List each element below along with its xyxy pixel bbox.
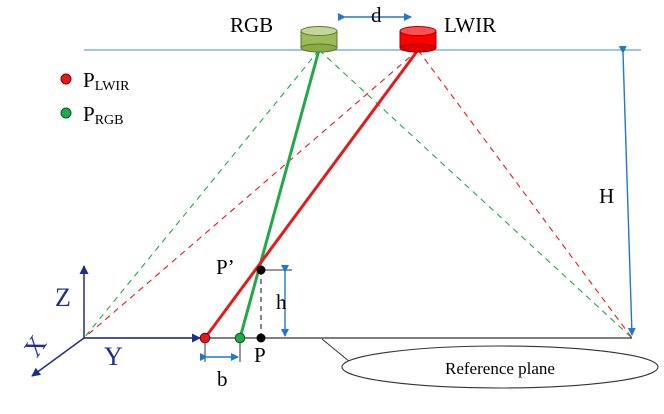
lwir-ray <box>203 49 420 339</box>
rgb-camera-label: RGB <box>230 13 273 37</box>
z-axis-label: Z <box>55 283 71 312</box>
reference-plane-callout <box>341 345 659 389</box>
reference-plane-label: Reference plane <box>445 359 555 378</box>
h-label: h <box>276 290 287 314</box>
d-label: d <box>371 3 382 27</box>
rgb-ray <box>238 49 321 339</box>
point-p-label: P <box>254 343 266 367</box>
point-rgb <box>234 332 246 344</box>
point-p-prime-label: P’ <box>216 255 235 279</box>
y-axis-label: Y <box>104 342 123 371</box>
H-dimension-arrow <box>618 45 636 336</box>
x-axis <box>31 337 85 377</box>
legend-rgb-label: PRGB <box>83 102 123 128</box>
lwir-field-of-view <box>83 49 633 339</box>
lwir-camera <box>399 26 437 53</box>
point-p <box>256 333 266 343</box>
reference-plane-leader <box>321 338 351 363</box>
point-lwir <box>199 332 211 344</box>
coordinate-axes: Z Y X <box>18 265 201 377</box>
point-p-prime <box>256 265 266 275</box>
lwir-camera-label: LWIR <box>444 13 496 37</box>
x-axis-label: X <box>18 330 53 362</box>
b-label: b <box>217 367 228 391</box>
rgb-camera <box>300 26 338 53</box>
rgb-field-of-view <box>83 49 633 339</box>
H-label: H <box>599 184 614 208</box>
legend-lwir-marker <box>60 73 72 85</box>
legend: PLWIR PRGB <box>60 68 130 128</box>
legend-rgb-marker <box>60 107 72 119</box>
legend-lwir-label: PLWIR <box>83 68 130 94</box>
